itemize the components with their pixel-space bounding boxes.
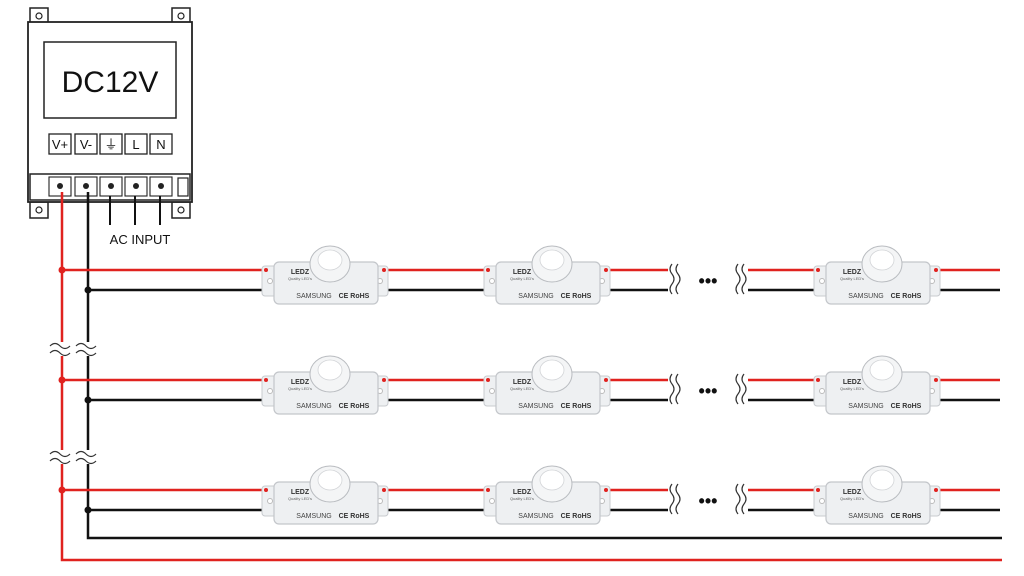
terminal-screw — [149, 176, 173, 197]
terminal-label: V+ — [52, 137, 68, 152]
led-lens — [861, 245, 903, 283]
module-brand: LEDZ — [291, 269, 310, 276]
ac-input-label: AC INPUT — [110, 232, 171, 247]
led-lens — [531, 465, 573, 503]
power-supply: DC12V V+ V- ⏚ L N — [27, 7, 193, 219]
module-brand-sub: Quality LED's — [510, 496, 534, 501]
led-lens — [531, 355, 573, 393]
break-mark — [669, 263, 681, 295]
module-brand-sub: Quality LED's — [840, 386, 864, 391]
module-maker: SAMSUNG — [518, 513, 553, 520]
positive-bus-wire — [60, 192, 1002, 562]
module-cert: CE RoHS — [561, 513, 592, 520]
terminal-screw — [74, 176, 98, 197]
module-maker: SAMSUNG — [848, 513, 883, 520]
module-maker: SAMSUNG — [296, 293, 331, 300]
break-mark — [48, 342, 97, 357]
terminal-label-box: ⏚ — [99, 133, 123, 155]
break-mark — [735, 483, 747, 515]
module-brand: LEDZ — [843, 379, 862, 386]
terminal-screws — [48, 176, 173, 197]
terminal-adjuster — [177, 177, 189, 197]
break-mark — [669, 373, 681, 405]
led-lens — [531, 245, 573, 283]
module-maker: SAMSUNG — [296, 513, 331, 520]
led-lens — [861, 355, 903, 393]
module-brand-sub: Quality LED's — [510, 276, 534, 281]
module-maker: SAMSUNG — [848, 403, 883, 410]
module-maker: SAMSUNG — [296, 403, 331, 410]
terminal-label-box: V+ — [48, 133, 72, 155]
bus-wires — [48, 192, 1002, 562]
break-mark — [735, 373, 747, 405]
module-cert: CE RoHS — [891, 403, 922, 410]
module-brand: LEDZ — [843, 269, 862, 276]
mount-ear-bottom-right — [171, 201, 191, 219]
ac-input-wires: AC INPUT — [109, 196, 171, 247]
terminal-label: ⏚ — [104, 137, 117, 152]
led-lens — [309, 245, 351, 283]
module-brand: LEDZ — [291, 489, 310, 496]
module-maker: SAMSUNG — [518, 293, 553, 300]
terminal-labels: V+ V- ⏚ L N — [48, 133, 173, 155]
module-brand-sub: Quality LED's — [840, 276, 864, 281]
module-cert: CE RoHS — [339, 513, 370, 520]
led-lens — [861, 465, 903, 503]
module-brand: LEDZ — [843, 489, 862, 496]
terminal-screw — [48, 176, 72, 197]
continuation-ellipsis: ••• — [699, 271, 718, 291]
module-cert: CE RoHS — [339, 403, 370, 410]
terminal-label-box: N — [149, 133, 173, 155]
negative-bus-wire — [86, 192, 1002, 540]
module-brand-sub: Quality LED's — [840, 496, 864, 501]
led-lens — [309, 355, 351, 393]
mount-ear-bottom-left — [29, 201, 49, 219]
terminal-label: N — [156, 137, 165, 152]
module-brand-sub: Quality LED's — [510, 386, 534, 391]
module-brand-sub: Quality LED's — [288, 386, 312, 391]
module-cert: CE RoHS — [891, 293, 922, 300]
psu-voltage-label: DC12V — [62, 66, 159, 99]
break-mark — [48, 450, 97, 465]
break-mark — [735, 263, 747, 295]
module-maker: SAMSUNG — [518, 403, 553, 410]
module-maker: SAMSUNG — [848, 293, 883, 300]
module-brand-sub: Quality LED's — [288, 276, 312, 281]
terminal-label: V- — [80, 137, 92, 152]
terminal-label-box: V- — [74, 133, 98, 155]
module-brand: LEDZ — [513, 489, 532, 496]
module-cert: CE RoHS — [561, 293, 592, 300]
break-mark — [669, 483, 681, 515]
continuation-ellipsis: ••• — [699, 491, 718, 511]
led-lens — [309, 465, 351, 503]
module-brand-sub: Quality LED's — [288, 496, 312, 501]
module-cert: CE RoHS — [561, 403, 592, 410]
module-brand: LEDZ — [513, 269, 532, 276]
module-cert: CE RoHS — [891, 513, 922, 520]
module-cert: CE RoHS — [339, 293, 370, 300]
module-brand: LEDZ — [291, 379, 310, 386]
terminal-label-box: L — [124, 133, 148, 155]
terminal-screw — [124, 176, 148, 197]
terminal-screw — [99, 176, 123, 197]
terminal-label: L — [132, 137, 139, 152]
module-brand: LEDZ — [513, 379, 532, 386]
psu-label-panel — [43, 41, 177, 119]
continuation-ellipsis: ••• — [699, 381, 718, 401]
